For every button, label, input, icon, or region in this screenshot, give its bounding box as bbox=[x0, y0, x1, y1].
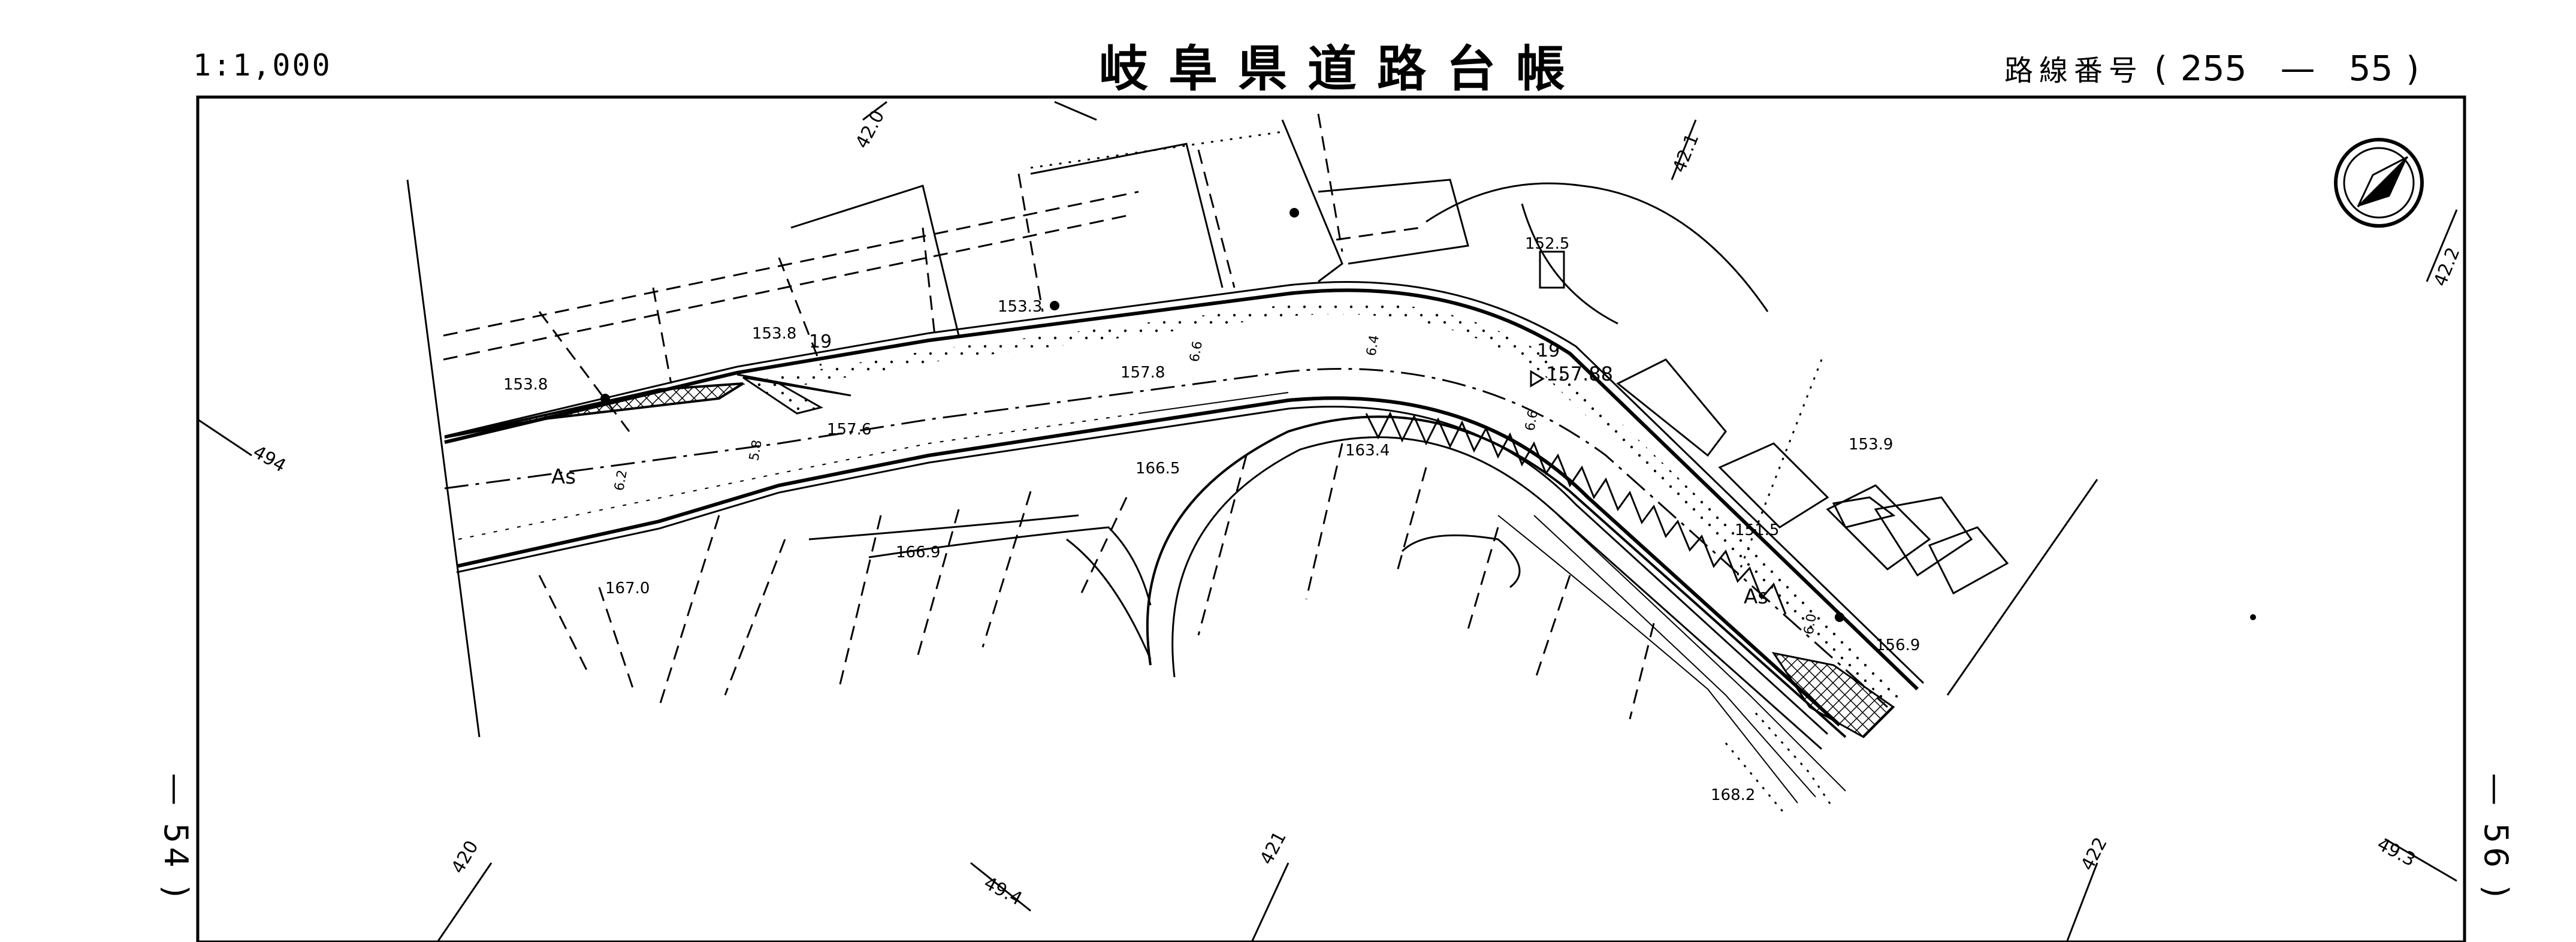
contour-label: 421 bbox=[1256, 828, 1291, 868]
route-number-sub: 55 bbox=[2348, 48, 2393, 89]
hatched-retaining-wall bbox=[444, 382, 744, 439]
north-arrow-icon bbox=[2334, 138, 2424, 228]
surface-label: As bbox=[551, 465, 576, 489]
spot-height-label: 153.8 bbox=[503, 376, 548, 394]
spot-height-label: 153.3 bbox=[998, 298, 1042, 316]
sign-triangle-icon bbox=[1530, 370, 1545, 388]
route-number: 路線番号 ( 255 — 55 ) bbox=[2004, 47, 2419, 89]
map-border bbox=[196, 95, 2466, 942]
road-width-label: 6.6 bbox=[1187, 340, 1206, 363]
spot-height-label: 157.6 bbox=[827, 421, 871, 439]
road-centerline bbox=[444, 368, 1888, 708]
route-number-dash: — bbox=[2280, 48, 2315, 89]
road-width-label: 5.8 bbox=[747, 439, 765, 462]
road-north-edge bbox=[444, 280, 1925, 704]
sign-number-label: 19 bbox=[809, 331, 832, 352]
spot-height-label: 168.2 bbox=[1711, 786, 1755, 804]
spot-height-label: 157.88 bbox=[1546, 363, 1613, 385]
road-width-label: 6.6 bbox=[1523, 409, 1541, 432]
contour-ticks bbox=[197, 101, 2458, 942]
route-number-label: 路線番号 bbox=[2004, 54, 2144, 87]
spot-height-label: 153.9 bbox=[1849, 436, 1893, 454]
contour-label: 494 bbox=[249, 442, 289, 477]
road-width-label: 6.0 bbox=[1801, 612, 1820, 636]
road-width-label: 6.2 bbox=[612, 469, 630, 492]
hatched-junction bbox=[1771, 651, 1895, 738]
spot-height-label: 156.9 bbox=[1876, 636, 1920, 654]
building-outlines bbox=[406, 119, 2098, 738]
contour-label: 422 bbox=[2077, 834, 2112, 874]
route-close-paren: ) bbox=[2406, 50, 2420, 89]
contour-label: 49.4 bbox=[980, 872, 1025, 910]
spot-height-label: 166.5 bbox=[1136, 460, 1180, 478]
road-width-label: 6.4 bbox=[1364, 334, 1382, 357]
contour-label: 42.2 bbox=[2430, 244, 2464, 289]
spot-height-label: 157.8 bbox=[1121, 364, 1165, 382]
route-number-main: 255 bbox=[2180, 48, 2247, 89]
adjacent-sheet-right: — 56 ) bbox=[2477, 773, 2515, 902]
dotted-boundaries bbox=[1030, 131, 1835, 816]
road-south-edge bbox=[456, 392, 1841, 735]
benchmark-points bbox=[600, 208, 2256, 622]
spot-height-label: 153.8 bbox=[752, 325, 796, 343]
spot-height-label: 152.5 bbox=[1525, 235, 1569, 253]
contour-label: 420 bbox=[448, 837, 483, 877]
sign-number-label: 19 bbox=[1537, 340, 1560, 361]
dotted-triangle bbox=[742, 376, 823, 415]
route-open-paren: ( bbox=[2154, 50, 2167, 89]
map-title: 岐阜県道路台帳 bbox=[1098, 41, 1586, 98]
spot-height-label: 167.0 bbox=[605, 579, 650, 597]
surface-label: As bbox=[1744, 585, 1768, 609]
adjacent-sheet-left: — 54 ) bbox=[157, 773, 195, 902]
contour-label: 49.3 bbox=[2373, 834, 2418, 871]
map-scale: 1:1,000 bbox=[193, 48, 332, 83]
contour-label: 42.1 bbox=[1669, 131, 1703, 176]
spot-height-label: 151.5 bbox=[1735, 521, 1779, 539]
parcel-boundaries bbox=[443, 113, 1655, 720]
spot-height-label: 163.4 bbox=[1345, 442, 1390, 460]
spot-height-label: 166.9 bbox=[896, 544, 940, 561]
contour-label: 42.0 bbox=[851, 107, 889, 152]
branch-road bbox=[1146, 415, 1847, 804]
